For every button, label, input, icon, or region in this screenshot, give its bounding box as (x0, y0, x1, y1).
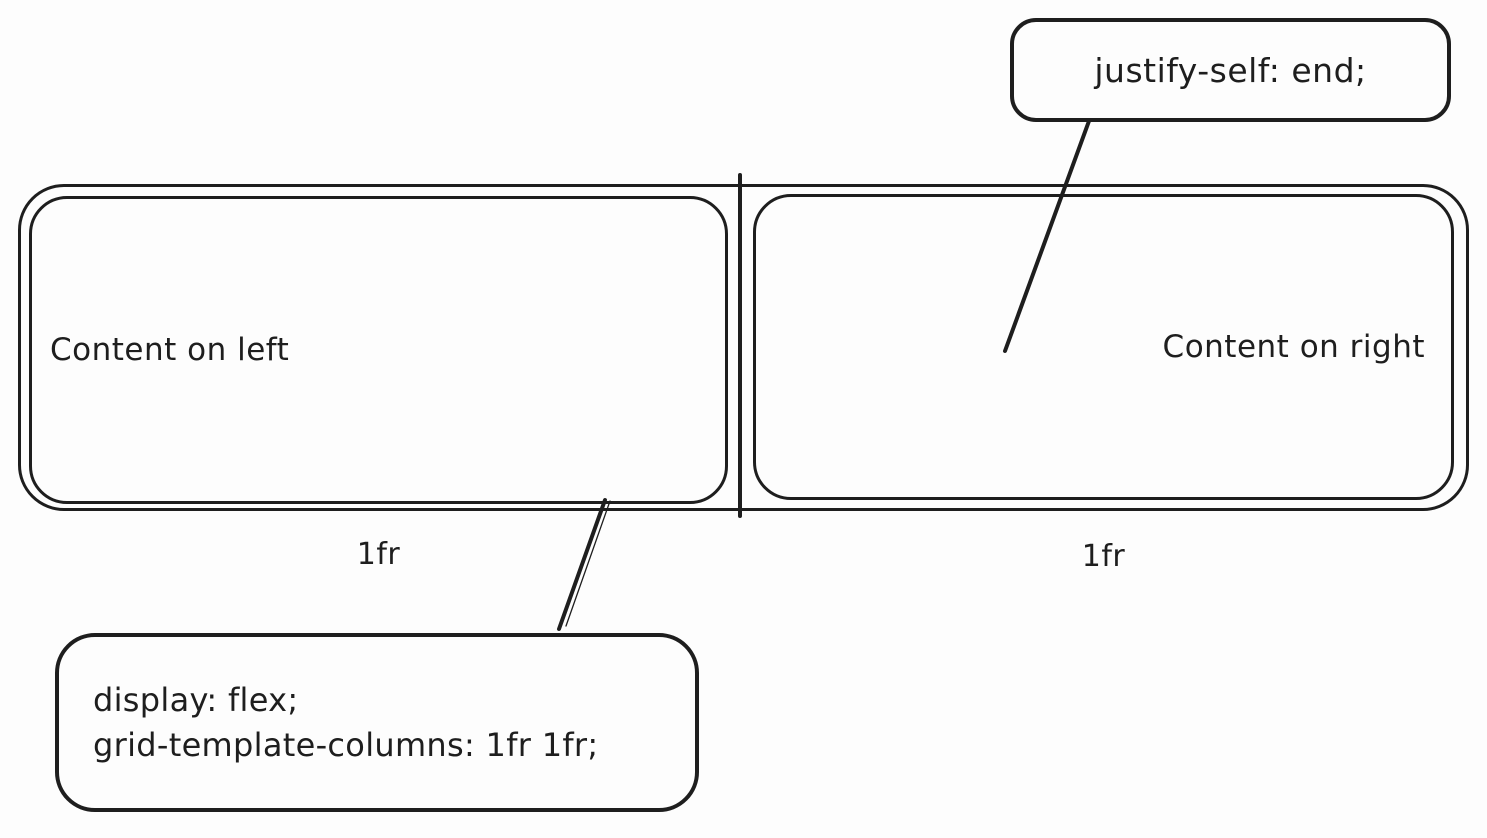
right-column-box: Content on right (753, 194, 1454, 500)
left-column-box: Content on left (29, 196, 728, 504)
callout-justify-self: justify-self: end; (1010, 18, 1451, 122)
left-column-label: Content on left (50, 332, 290, 368)
grid-container-shape (18, 184, 1469, 511)
callout-grid-template: display: flex; grid-template-columns: 1f… (55, 633, 699, 812)
callout-grid-template-line2: grid-template-columns: 1fr 1fr; (93, 725, 599, 764)
right-column-label: Content on right (1162, 329, 1425, 365)
callout-grid-template-line1: display: flex; (93, 680, 299, 719)
callout-justify-self-text: justify-self: end; (1094, 50, 1367, 90)
right-track-label: 1fr (1081, 539, 1126, 574)
left-track-label: 1fr (356, 537, 401, 572)
